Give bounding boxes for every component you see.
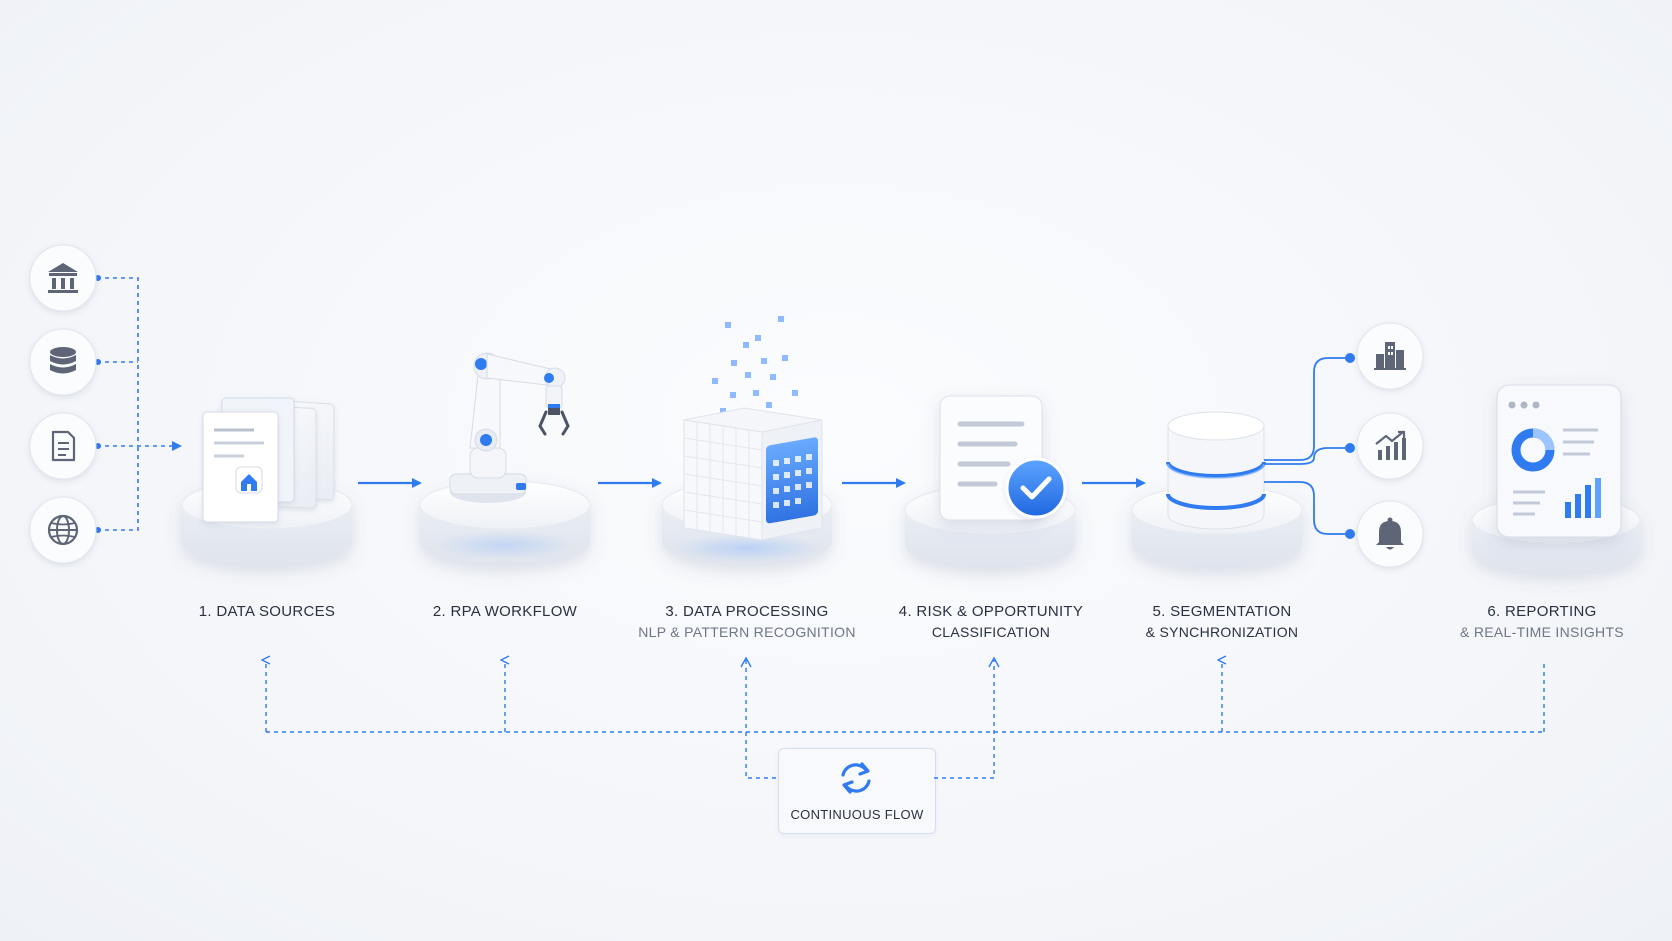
step-6-subtitle: & REAL-TIME INSIGHTS xyxy=(1460,624,1624,640)
step-6-title: 6. REPORTING xyxy=(1487,603,1597,620)
step-3-title: 3. DATA PROCESSING xyxy=(665,603,829,620)
platform-6 xyxy=(1471,496,1641,573)
platform-5 xyxy=(1131,485,1303,569)
database-stack-icon xyxy=(1166,411,1266,530)
source-dots xyxy=(95,275,101,533)
document-icon xyxy=(29,412,97,480)
step-5-title: 5. SEGMENTATION xyxy=(1152,603,1292,620)
trend-chart-icon xyxy=(1356,412,1424,480)
buildings-icon xyxy=(1356,322,1424,390)
output-connectors xyxy=(1264,357,1348,535)
platform-3 xyxy=(661,480,833,566)
step-2-label: 2. RPA WORKFLOW xyxy=(375,602,635,622)
step-2-title: 2. RPA WORKFLOW xyxy=(432,603,578,620)
bank-icon xyxy=(29,244,97,312)
continuous-flow-box: CONTINUOUS FLOW xyxy=(778,748,936,834)
continuous-flow-label: CONTINUOUS FLOW xyxy=(790,807,924,822)
data-cube-icon xyxy=(683,316,823,541)
dashboard-icon xyxy=(1496,384,1622,538)
platform-2 xyxy=(419,480,591,566)
platform-1 xyxy=(181,480,353,566)
step-6-label: 6. REPORTING & REAL-TIME INSIGHTS xyxy=(1412,602,1672,642)
step-3-label: 3. DATA PROCESSING NLP & PATTERN RECOGNI… xyxy=(617,602,877,642)
feedback-arrowheads xyxy=(740,656,1000,668)
database-icon xyxy=(29,328,97,396)
globe-icon xyxy=(29,496,97,564)
step-4-title: 4. RISK & OPPORTUNITY xyxy=(898,603,1084,620)
step-5-subtitle: & SYNCHRONIZATION xyxy=(1145,624,1299,640)
step-1-title: 1. DATA SOURCES xyxy=(198,603,336,620)
robot-arm-icon xyxy=(449,352,570,503)
bell-icon xyxy=(1356,500,1424,568)
step-3-subtitle: NLP & PATTERN RECOGNITION xyxy=(638,624,856,640)
documents-stack-icon xyxy=(202,397,335,523)
step-5-label: 5. SEGMENTATION & SYNCHRONIZATION xyxy=(1092,602,1352,642)
step-4-subtitle: CLASSIFICATION xyxy=(931,624,1051,640)
source-connectors xyxy=(97,277,182,531)
step-1-label: 1. DATA SOURCES xyxy=(137,602,397,622)
step-4-label: 4. RISK & OPPORTUNITY CLASSIFICATION xyxy=(861,602,1121,642)
platform-4 xyxy=(904,485,1076,569)
verified-document-icon xyxy=(939,395,1067,521)
